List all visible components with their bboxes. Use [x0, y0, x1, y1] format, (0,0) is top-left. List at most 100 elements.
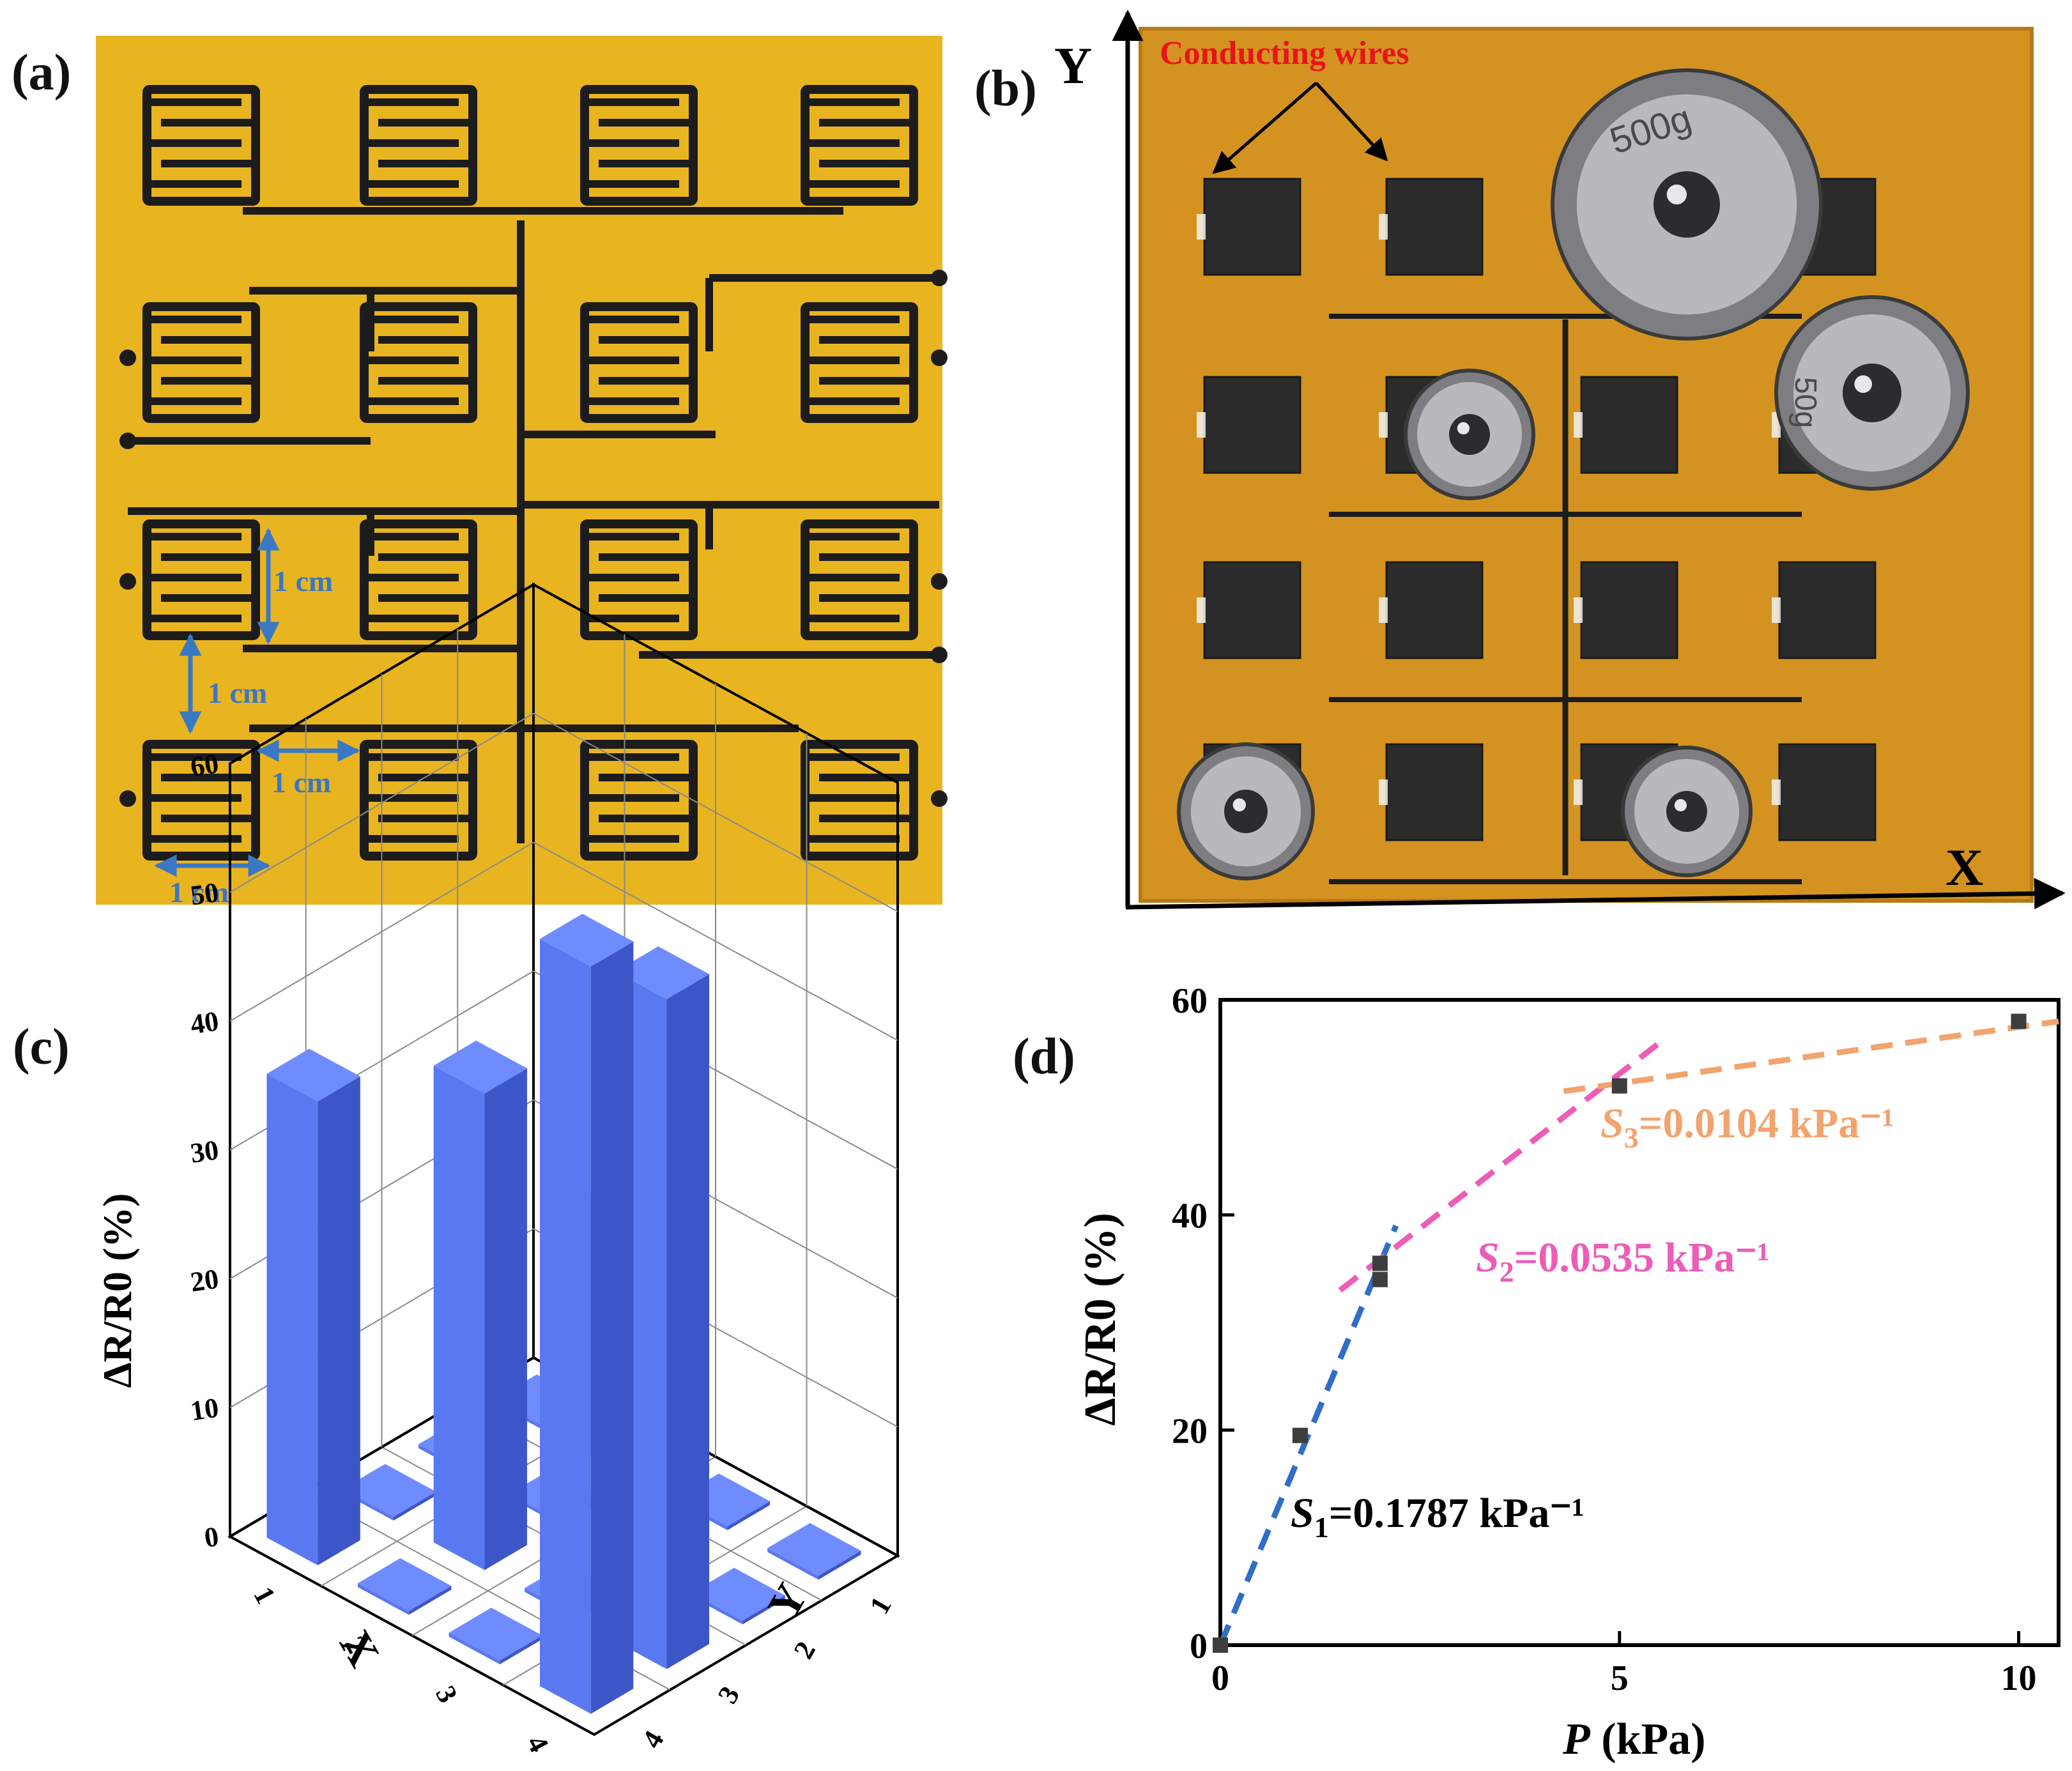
- interdigitated-sensor: [801, 302, 918, 423]
- interdigitated-sensor: [801, 85, 918, 206]
- x-tick-label: 1: [247, 1582, 282, 1609]
- x-tick-label: 0: [1211, 1659, 1229, 1698]
- sensor-pad: [1203, 376, 1301, 474]
- data-point: [1611, 1078, 1627, 1094]
- bar-front-face: [449, 1632, 500, 1664]
- contact-pad: [119, 433, 136, 449]
- weight-engraving: 50g: [1788, 377, 1822, 428]
- slope-subscript: 2: [1500, 1255, 1514, 1288]
- bar-3d: [767, 1522, 861, 1580]
- x-tick-label: 10: [2001, 1659, 2037, 1698]
- x-axis-unit: (kPa): [1590, 1715, 1706, 1764]
- x-tick-label: 3: [429, 1681, 464, 1708]
- interdigitated-sensor: [360, 302, 477, 423]
- contact-pad: [931, 647, 948, 663]
- weight-highlight: [1854, 375, 1872, 393]
- contact-pad: [119, 790, 136, 807]
- bar-front-face: [767, 1548, 818, 1580]
- sensor-pad: [1580, 561, 1678, 659]
- bar-side-face: [394, 1491, 436, 1521]
- conducting-wires-label: Conducting wires: [1160, 35, 1409, 72]
- contact-pad: [931, 573, 948, 590]
- steel-weight: [1177, 742, 1315, 880]
- glue-dot: [1772, 597, 1781, 623]
- y-tick-label: 40: [1172, 1197, 1208, 1236]
- y-axis-label: ΔR/R0 (%): [1076, 1213, 1125, 1426]
- sensor-pad: [1778, 743, 1876, 841]
- slope-value: =0.0104 kPa⁻¹: [1639, 1100, 1894, 1147]
- z-tick-label: 10: [188, 1392, 220, 1427]
- dimension-annotations: 1 cm 1 cm 1 cm 1 cm: [154, 528, 360, 908]
- glue-dot: [1772, 779, 1781, 805]
- bar-top-face: [358, 1558, 452, 1611]
- bar-top-face: [433, 1040, 527, 1094]
- sensor-pad: [1203, 561, 1301, 659]
- contact-pad: [119, 349, 136, 366]
- x-axis-arrow: [1125, 878, 2066, 910]
- z-tick-label: 60: [188, 747, 220, 783]
- contact-pad: [931, 270, 948, 286]
- z-tick-label: 0: [203, 1521, 221, 1554]
- x-axis-label: X: [330, 1623, 388, 1675]
- y-tick-label: 20: [1172, 1411, 1208, 1451]
- weight-knob: [1449, 414, 1490, 455]
- slope-variable: S: [1476, 1234, 1500, 1281]
- slope-label: S2=0.0535 kPa⁻¹: [1476, 1234, 1770, 1288]
- bar-front-face: [266, 1073, 318, 1565]
- interdigitated-sensor: [142, 519, 260, 640]
- interdigitated-sensor: [580, 302, 698, 423]
- sensor-pad: [1385, 743, 1484, 841]
- z-tick-label: 20: [188, 1263, 220, 1298]
- bar-side-face: [666, 974, 709, 1669]
- weight-highlight: [1666, 184, 1687, 204]
- glue-dot: [1574, 412, 1583, 438]
- interdigitated-sensor: [580, 85, 698, 206]
- data-point: [1292, 1427, 1308, 1443]
- panel-label-d: (d): [1013, 1029, 1075, 1085]
- bar-3d: [358, 1558, 452, 1615]
- bar-top-face: [615, 946, 709, 999]
- trace-network: [119, 207, 948, 843]
- bar-front-face: [358, 1583, 409, 1615]
- glue-dot: [1379, 779, 1388, 805]
- interdigitated-sensor: [142, 85, 260, 206]
- weight-knob: [1654, 171, 1720, 238]
- panel-label-a: (a): [12, 45, 71, 101]
- slope-label: S1=0.1787 kPa⁻¹: [1291, 1490, 1585, 1544]
- sensor-pad: [1385, 561, 1484, 659]
- bar-side-face: [727, 1501, 770, 1530]
- y-tick-label: 1: [863, 1591, 897, 1620]
- interdigitated-sensor: [360, 519, 477, 640]
- slope-subscript: 1: [1314, 1511, 1329, 1544]
- bar-top-face: [540, 914, 634, 967]
- y-tick-label: 3: [712, 1681, 746, 1709]
- annotation-arrow: [1315, 82, 1388, 162]
- x-axis-variable: P: [1562, 1715, 1591, 1764]
- glue-dot: [1197, 412, 1206, 438]
- data-point: [1213, 1637, 1228, 1653]
- sensor-pad: [1203, 178, 1301, 276]
- z-tick-label: 50: [188, 877, 220, 912]
- 3d-bars: [266, 914, 861, 1714]
- slope-variable: S: [1600, 1100, 1624, 1147]
- interdigitated-sensor: [142, 302, 260, 423]
- contact-pad: [931, 349, 948, 366]
- glue-dot: [1197, 597, 1206, 623]
- slope-label: S3=0.0104 kPa⁻¹: [1600, 1100, 1894, 1154]
- x-axis-label: P (kPa): [1562, 1715, 1706, 1764]
- bar-top-face: [266, 1048, 360, 1101]
- glue-dot: [1379, 214, 1388, 240]
- sensor-pad: [1385, 178, 1484, 276]
- contact-pad: [119, 573, 136, 590]
- glue-dot: [1574, 779, 1583, 805]
- bar-top-face: [691, 1567, 785, 1621]
- bar-3d: [433, 1040, 527, 1570]
- z-axis-label: ΔR/R0 (%): [95, 1193, 140, 1388]
- weight-knob: [1843, 364, 1901, 422]
- glue-dot: [1379, 597, 1388, 623]
- bar-side-face: [818, 1551, 861, 1580]
- bar-top-face: [767, 1522, 861, 1576]
- bar-side-face: [408, 1586, 452, 1615]
